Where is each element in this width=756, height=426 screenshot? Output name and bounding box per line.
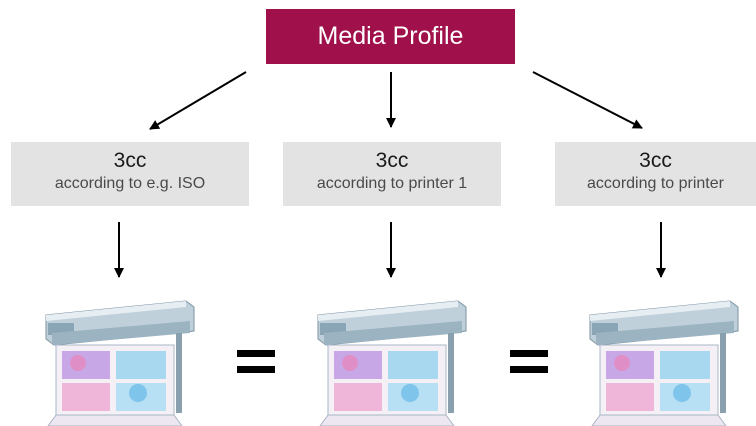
printer-icon [317,300,467,426]
printer-icon [45,300,195,426]
profile-box-printer: 3cc according to printer [555,142,756,206]
profile-box-title: 3cc [375,149,409,172]
media-profile-box: Media Profile [266,9,515,64]
equals-sign [237,350,275,382]
profile-box-subtitle: according to e.g. ISO [54,175,206,192]
profile-box-title: 3cc [639,149,672,172]
profile-box-title: 3cc [113,149,147,172]
profile-box-printer-1: 3cc according to printer 1 [283,142,501,206]
profile-box-subtitle: according to printer [587,175,724,192]
profile-box-subtitle: according to printer 1 [316,175,468,192]
profile-box-iso: 3cc according to e.g. ISO [11,142,249,206]
arrow-to-box-a [149,71,247,130]
arrow-to-box-c [532,71,643,129]
equals-sign [510,350,548,382]
printer-icon [589,300,739,426]
